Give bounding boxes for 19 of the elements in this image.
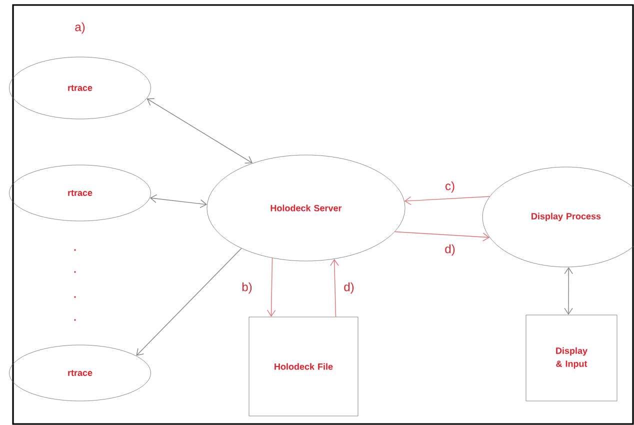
arrow <box>146 98 253 164</box>
panel-label: a) <box>75 22 85 34</box>
ellipsis-dot: . <box>74 271 76 273</box>
ellipsis-dot: . <box>74 249 76 251</box>
edge-label: b) <box>240 281 254 295</box>
edge-label: d) <box>342 281 356 295</box>
process-box: Display & Input <box>526 314 618 402</box>
arrow <box>267 258 276 317</box>
ellipsis-dot: . <box>74 296 76 298</box>
edge-label: c) <box>444 180 456 194</box>
arrow <box>394 231 490 242</box>
arrow <box>330 258 339 318</box>
edge-label: d) <box>444 243 456 257</box>
arrow <box>150 194 208 208</box>
process-box: Holodeck File <box>248 316 358 416</box>
arrow <box>404 196 490 206</box>
arrow <box>564 267 573 315</box>
arrow <box>136 248 242 356</box>
ellipsis-dot: . <box>74 319 76 321</box>
